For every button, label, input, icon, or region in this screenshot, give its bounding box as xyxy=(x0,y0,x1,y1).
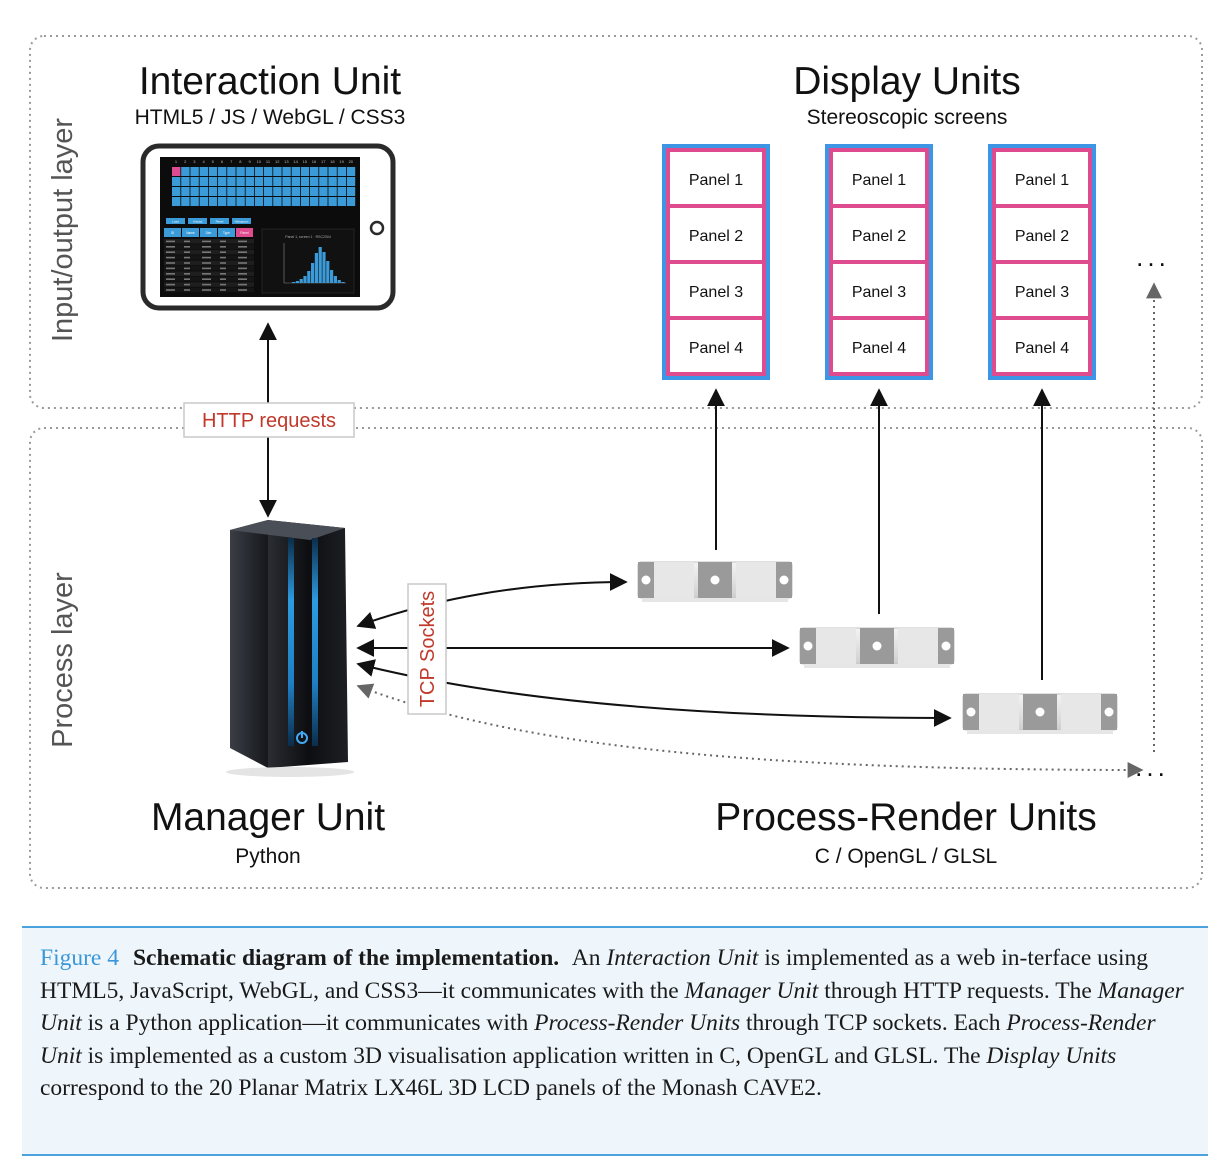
tablet-column-number: 5 xyxy=(212,159,215,164)
implementation-diagram: Input/output layer Process layer Interac… xyxy=(29,35,1203,889)
tablet-column-number: 9 xyxy=(248,159,251,164)
io-layer-box xyxy=(29,35,1203,409)
tablet-button[interactable] xyxy=(210,218,229,224)
display-unit-3: Panel 1 Panel 2 Panel 3 Panel 4 xyxy=(988,144,1096,380)
tablet-column-number: 7 xyxy=(230,159,233,164)
display-units-title: Display Units xyxy=(793,60,1021,103)
figure-caption: Figure 4 Schematic diagram of the impleme… xyxy=(22,926,1208,1156)
figure-label: Figure 4 xyxy=(40,945,119,971)
manager-unit-title: Manager Unit xyxy=(151,796,385,839)
tablet-column-number: 8 xyxy=(239,159,242,164)
panel-label: Panel 4 xyxy=(689,340,743,357)
tablet-column-number: 16 xyxy=(312,159,317,164)
tcp-label-box xyxy=(407,583,447,715)
tablet-table-header: Panel xyxy=(240,231,248,235)
render-node-1 xyxy=(637,561,793,602)
panel-label: Panel 3 xyxy=(1015,284,1069,301)
process-layer-label: Process layer xyxy=(47,572,79,748)
tablet-column-number: 11 xyxy=(266,159,271,164)
tablet-buttons: Load Unload Reset Histogram xyxy=(166,218,251,224)
process-render-ellipsis: ... xyxy=(1135,752,1169,782)
panel-cell xyxy=(829,148,929,208)
figure-title: Schematic diagram of the implementation. xyxy=(132,945,560,971)
tablet-data-table: ID Name Dim Type Panel xyxy=(164,228,254,293)
tcp-link-3 xyxy=(356,659,952,727)
tablet-column-number: 12 xyxy=(275,159,280,164)
http-label-box xyxy=(183,402,355,438)
tablet-table-header: Name xyxy=(186,231,195,235)
panel-label: Panel 1 xyxy=(852,172,906,189)
tablet-column-number: 2 xyxy=(184,159,187,164)
panel-label: Panel 2 xyxy=(852,228,906,245)
manager-unit-subtitle: Python xyxy=(235,845,300,868)
panel-label: Panel 1 xyxy=(1015,172,1069,189)
tablet-column-number: 1 xyxy=(175,159,178,164)
server-tower-icon xyxy=(226,520,354,777)
tablet-column-number: 6 xyxy=(221,159,224,164)
tablet-button[interactable] xyxy=(188,218,207,224)
render-node-3 xyxy=(962,693,1118,734)
interaction-unit-subtitle: HTML5 / JS / WebGL / CSS3 xyxy=(135,106,406,129)
panel-label: Panel 3 xyxy=(689,284,743,301)
panel-label: Panel 4 xyxy=(852,340,906,357)
tablet-table-header: ID xyxy=(171,231,175,235)
tablet-button-label: Unload xyxy=(193,220,203,224)
tablet-column-number: 17 xyxy=(321,159,326,164)
panel-label: Panel 1 xyxy=(689,172,743,189)
panel-cell xyxy=(829,260,929,320)
tablet-button[interactable] xyxy=(166,218,185,224)
panel-cell xyxy=(666,316,766,376)
display-unit-2: Panel 1 Panel 2 Panel 3 Panel 4 xyxy=(825,144,933,380)
tablet-column-number: 15 xyxy=(303,159,308,164)
tablet-home-button xyxy=(369,220,385,236)
panel-cell xyxy=(829,316,929,376)
render-node-2 xyxy=(799,627,955,668)
tablet-column-number: 20 xyxy=(349,159,354,164)
tablet-panel-grid xyxy=(172,167,356,206)
tablet-table-header: Dim xyxy=(206,231,212,235)
panel-label: Panel 4 xyxy=(1015,340,1069,357)
tcp-link-1 xyxy=(356,573,628,629)
tablet-button[interactable] xyxy=(232,218,251,224)
http-label: HTTP requests xyxy=(202,410,336,432)
tablet-column-number: 10 xyxy=(257,159,262,164)
tablet-histogram-title: Panel 1, screen 1 · RSC2304 xyxy=(285,235,331,239)
panel-label: Panel 3 xyxy=(852,284,906,301)
process-render-nodes xyxy=(637,561,1118,734)
tablet-column-number: 19 xyxy=(339,159,344,164)
panel-cell xyxy=(992,316,1092,376)
display-unit-1: Panel 1 Panel 2 Panel 3 Panel 4 xyxy=(662,144,770,380)
process-layer-box xyxy=(29,427,1203,889)
tcp-label: TCP Sockets xyxy=(417,591,439,707)
tablet-column-number: 4 xyxy=(202,159,205,164)
panel-label: Panel 2 xyxy=(1015,228,1069,245)
display-units-ellipsis: ... xyxy=(1136,242,1170,272)
tablet-column-number: 14 xyxy=(293,159,298,164)
figure-caption-body: An Interaction Unit is implemented as a … xyxy=(40,945,1184,1101)
tablet-column-number: 3 xyxy=(193,159,196,164)
panel-label: Panel 2 xyxy=(689,228,743,245)
tablet-column-number: 13 xyxy=(284,159,289,164)
tablet-button-label: Reset xyxy=(216,220,224,224)
display-units-subtitle: Stereoscopic screens xyxy=(807,106,1008,129)
tablet-table-header: Type xyxy=(223,231,230,235)
tablet-button-label: Histogram xyxy=(235,220,249,224)
tablet-histogram: Panel 1, screen 1 · RSC2304 xyxy=(261,228,355,294)
process-render-units-subtitle: C / OpenGL / GLSL xyxy=(815,845,997,868)
io-layer-label: Input/output layer xyxy=(47,118,79,342)
process-render-units-title: Process-Render Units xyxy=(715,796,1096,839)
tablet-column-number: 18 xyxy=(330,159,335,164)
tablet-button-label: Load xyxy=(172,220,179,224)
interaction-unit-title: Interaction Unit xyxy=(139,60,401,103)
